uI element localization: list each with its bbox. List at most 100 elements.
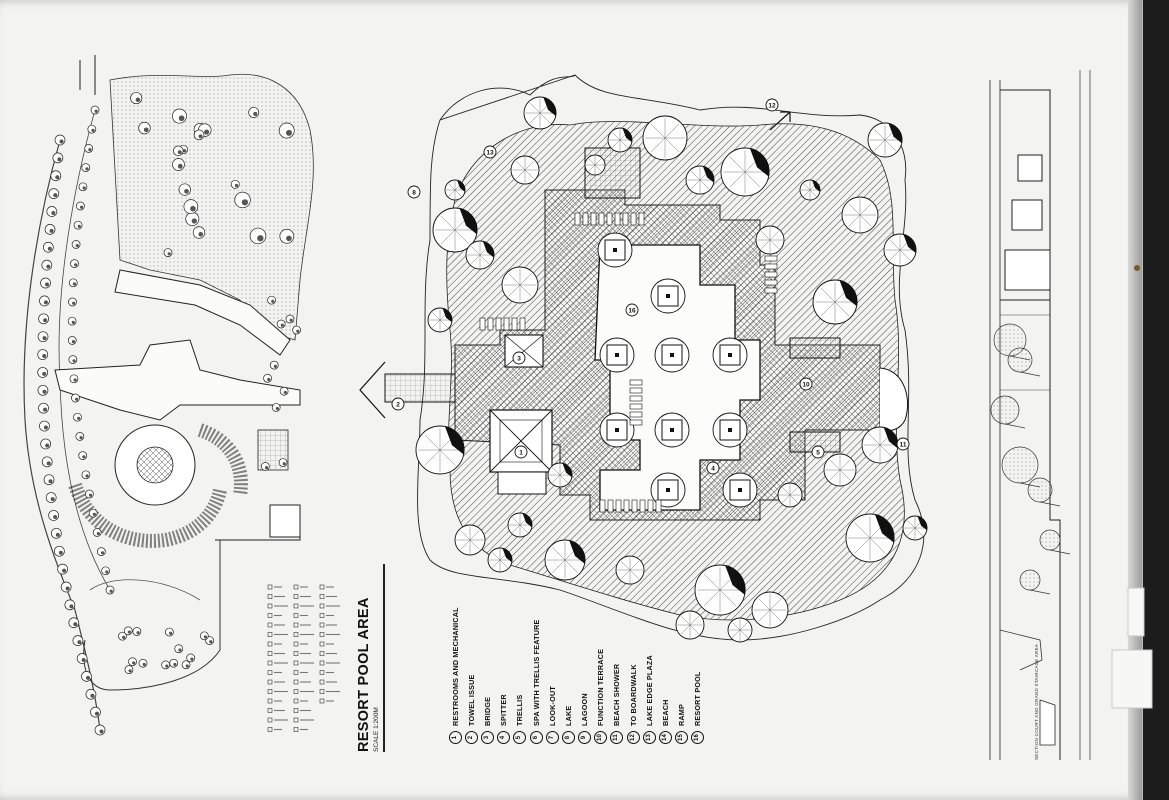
tree-symbol (292, 325, 301, 335)
tree-symbol (57, 563, 68, 575)
legend-swatch (267, 632, 273, 637)
legend-swatch (293, 660, 299, 666)
tree-symbol (39, 295, 50, 307)
tree-symbol (81, 163, 91, 172)
tree-symbol (777, 482, 803, 508)
legend-swatch (319, 670, 325, 675)
tree-symbol (487, 547, 513, 573)
legend-label: LOOK-OUT (547, 686, 557, 726)
legend-swatch (319, 698, 325, 704)
tree-symbol (883, 233, 917, 267)
legend-number: 14 (659, 731, 673, 744)
tree-symbol (123, 626, 133, 636)
spa (599, 412, 635, 448)
legend-number: 7 (545, 731, 559, 744)
legend-swatch (293, 603, 299, 609)
tree-symbol (544, 539, 586, 581)
legend-number: 13 (642, 731, 656, 744)
legend-swatch (319, 613, 325, 618)
legend-number: 11 (610, 731, 624, 744)
tree-symbol (183, 199, 199, 214)
spa (597, 232, 633, 268)
tree-symbol (105, 585, 115, 595)
lounge-chair (764, 263, 778, 270)
legend-swatch (293, 594, 299, 599)
tree-symbol (178, 183, 191, 196)
legend-number: 8 (561, 731, 575, 744)
tree-symbol (720, 147, 770, 197)
tree-symbol (41, 259, 53, 271)
tree-symbol (90, 706, 101, 718)
legend-number: 12 (626, 731, 640, 744)
tape-piece (1127, 587, 1145, 637)
tree-symbol (75, 432, 85, 441)
tree-symbol (78, 451, 88, 460)
tree-symbol (607, 127, 633, 153)
legend-swatch (293, 622, 299, 628)
legend-swatch (267, 708, 273, 713)
legend-swatch (293, 689, 299, 694)
spa (599, 337, 635, 373)
legend-swatch (293, 632, 299, 637)
tree-symbol (39, 420, 50, 432)
tree-symbol (234, 191, 251, 209)
elevation-tree (1019, 569, 1051, 595)
tree-symbol (248, 106, 260, 118)
tree-symbol (48, 510, 59, 521)
tree-symbol (68, 355, 78, 364)
tree-symbol (165, 627, 174, 637)
tree-symbol (67, 316, 77, 326)
tree-symbol (727, 617, 753, 643)
lounge-chair (639, 499, 646, 513)
tree-symbol (181, 660, 191, 670)
plan-marker: 5 (811, 445, 825, 459)
page-title: RESORT POOL AREA (356, 597, 372, 752)
tree-symbol (192, 226, 206, 239)
legend-number: 1 (448, 731, 462, 744)
spa (712, 412, 748, 448)
legend-swatch (267, 622, 273, 628)
tree-symbol (40, 438, 51, 450)
tree-symbol (68, 297, 77, 307)
spa (650, 472, 686, 508)
tree-symbol (96, 547, 106, 556)
tree-symbol (276, 319, 286, 329)
tree-symbol (71, 240, 81, 249)
legend-swatch (267, 641, 273, 647)
lounge-chair (607, 499, 614, 513)
tree-symbol (64, 599, 76, 611)
tree-symbol (67, 336, 77, 345)
plan-marker-label: 3 (517, 356, 521, 363)
plan-marker: 11 (896, 437, 910, 451)
lounge-chair (630, 212, 637, 226)
tree-symbol (43, 474, 55, 486)
tree-symbol (279, 228, 295, 244)
lounge-chair (629, 411, 643, 418)
tree-symbol (132, 627, 142, 636)
tree-symbol (675, 610, 705, 640)
tree-symbol (87, 124, 97, 134)
lounge-chair (629, 395, 643, 402)
legend-swatch (319, 632, 325, 637)
legend-swatch (293, 698, 299, 704)
legend-number: 4 (497, 731, 511, 744)
legend-swatch (267, 651, 273, 656)
lounge-chair (511, 317, 518, 331)
elevation-tree (1007, 347, 1041, 377)
tree-symbol (71, 393, 80, 403)
lounge-chair (623, 499, 630, 513)
tree-symbol (138, 658, 148, 668)
plan-marker: 13 (483, 145, 497, 159)
tree-symbol (94, 724, 106, 736)
legend-swatch (293, 584, 299, 590)
tree-symbol (130, 92, 143, 105)
lounge-chair (629, 419, 643, 426)
legend-swatch (267, 727, 273, 732)
legend-swatch (319, 641, 325, 647)
